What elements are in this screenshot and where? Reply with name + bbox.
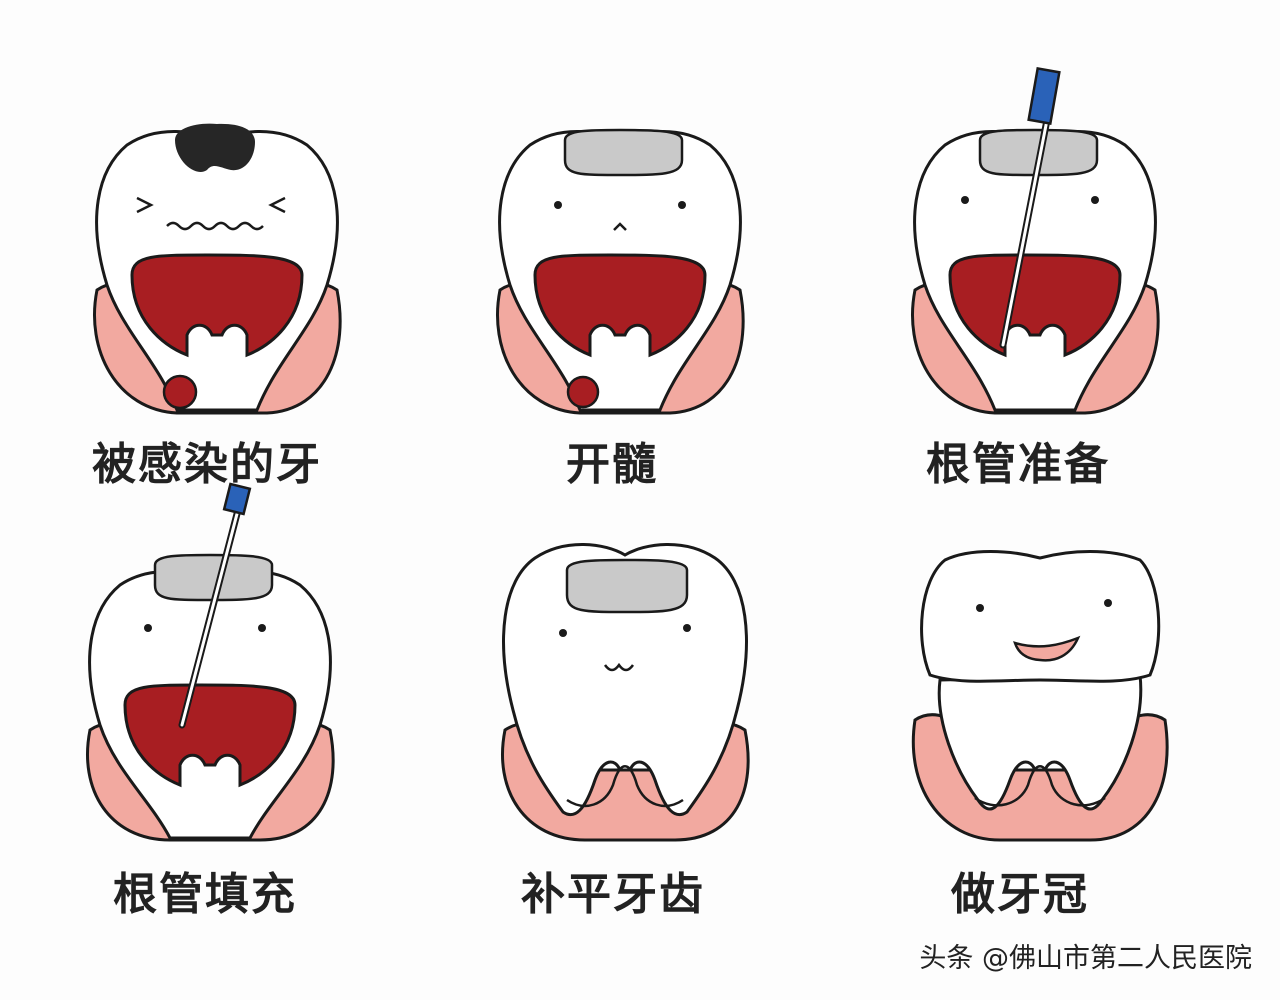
dental-crown: [920, 550, 1161, 683]
wince-eye-left: [136, 196, 154, 214]
eye-right: [1104, 599, 1112, 607]
panel-canal-filling: [86, 482, 335, 842]
eye-right: [1091, 196, 1099, 204]
step-label-canal-preparation: 根管准备: [926, 439, 1110, 490]
panel-infected-tooth: [93, 123, 342, 415]
watermark: 头条 @佛山市第二人民医院: [919, 943, 1252, 974]
mouth: [613, 222, 627, 231]
pulp-chamber: [130, 253, 304, 358]
wince-eye-right: [268, 196, 286, 214]
eye-right: [678, 201, 686, 209]
pulp-chamber: [123, 683, 297, 788]
eye-right: [258, 624, 266, 632]
abscess: [566, 375, 600, 409]
panel-restore-tooth: [501, 543, 750, 842]
step-label-crown: 做牙冠: [951, 869, 1089, 920]
filling-instrument-shaft: [180, 508, 240, 727]
cat-mouth: [603, 662, 635, 672]
cavity-opening: [563, 128, 684, 177]
step-label-open-pulp: 开髓: [566, 439, 658, 490]
eye-left: [554, 201, 562, 209]
abscess: [162, 374, 198, 410]
panel-open-pulp: [496, 128, 745, 415]
step-label-canal-filling: 根管填充: [113, 869, 297, 920]
eye-right: [683, 624, 691, 632]
permanent-filling: [565, 558, 689, 614]
file-handle: [1027, 67, 1061, 125]
instrument-handle: [222, 482, 252, 516]
eye-left: [961, 196, 969, 204]
eye-left: [144, 624, 152, 632]
pulp-chamber: [533, 253, 707, 358]
step-label-restore-tooth: 补平牙齿: [521, 869, 705, 920]
step-label-infected-tooth: 被感染的牙: [92, 439, 322, 490]
wavy-mouth: [166, 221, 264, 231]
eye-left: [976, 604, 984, 612]
panel-canal-preparation: [911, 67, 1160, 415]
panel-crown: [911, 550, 1169, 842]
smile-mouth: [1013, 635, 1081, 662]
endodontic-file-shaft: [1001, 118, 1049, 347]
root-base: [566, 765, 684, 808]
tooth-body: [502, 543, 748, 817]
eye-left: [559, 629, 567, 637]
pulp-chamber: [948, 253, 1122, 358]
temporary-filling: [153, 553, 274, 602]
root-base: [974, 765, 1106, 807]
decay-spot: [175, 123, 255, 172]
